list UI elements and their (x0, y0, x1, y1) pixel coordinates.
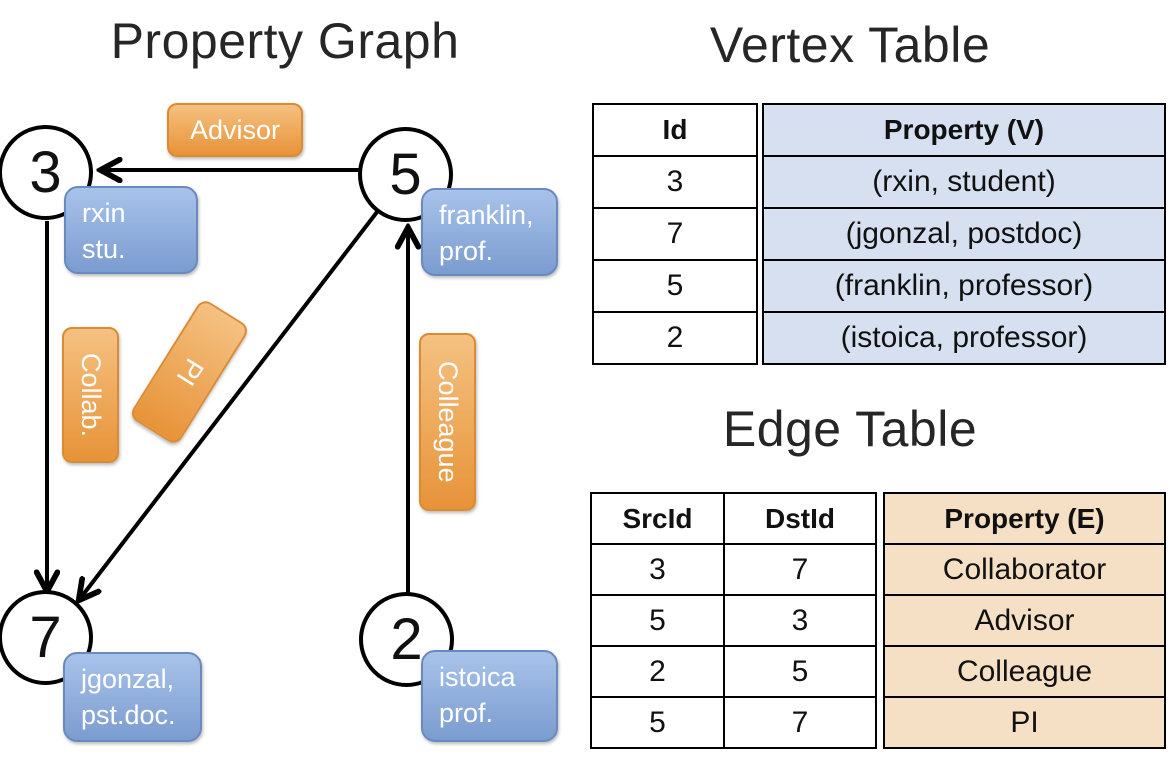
edge-label-advisor: Advisor (167, 103, 303, 157)
edge-table-property-column: Property (E) Collaborator Advisor Collea… (883, 492, 1166, 749)
vertex-node-2-id: 2 (390, 607, 423, 672)
edge-table-header-row: SrcId DstId (590, 492, 877, 545)
table-row: 5 (592, 259, 758, 313)
edge-src-cell: 2 (590, 645, 725, 698)
edge-property-cell: Advisor (883, 594, 1166, 647)
table-row: 3 7 (590, 543, 877, 596)
vertex-table-id-column: Id 3 7 5 2 (592, 103, 758, 365)
vertex-prop-3: rxin stu. (64, 186, 198, 274)
vertex-table-header-row: Id (592, 103, 758, 157)
table-row: (jgonzal, postdoc) (762, 207, 1166, 261)
edge-table-header-row: Property (E) (883, 492, 1166, 545)
edge-table-title: Edge Table (722, 401, 978, 457)
table-row: (franklin, professor) (762, 259, 1166, 313)
edge-property-cell: Collaborator (883, 543, 1166, 596)
table-row: (istoica, professor) (762, 311, 1166, 365)
vertex-property-header: Property (V) (762, 103, 1166, 157)
vertex-node-5: 5 (358, 127, 453, 222)
table-row: 5 7 (590, 696, 877, 749)
table-row: 3 (592, 155, 758, 209)
vertex-node-3-id: 3 (29, 140, 62, 205)
vertex-property-cell: (istoica, professor) (762, 311, 1166, 365)
edge-property-cell: PI (883, 696, 1166, 749)
edge-src-cell: 5 (590, 594, 725, 647)
table-row: 2 (592, 311, 758, 365)
vertex-table-title: Vertex Table (709, 17, 991, 73)
edge-5-to-7 (79, 210, 379, 600)
vertex-node-7-id: 7 (29, 605, 62, 670)
vertex-node-5-id: 5 (389, 142, 422, 207)
edge-src-header: SrcId (590, 492, 725, 545)
table-row: Colleague (883, 645, 1166, 698)
edge-src-cell: 5 (590, 696, 725, 749)
edge-src-cell: 3 (590, 543, 725, 596)
table-row: 2 5 (590, 645, 877, 698)
vertex-property-cell: (rxin, student) (762, 155, 1166, 209)
vertex-prop-7: jgonzal, pst.doc. (63, 652, 202, 742)
vertex-id-cell: 5 (592, 259, 758, 313)
table-row: Collaborator (883, 543, 1166, 596)
table-row: 5 3 (590, 594, 877, 647)
edge-label-colleague: Colleague (419, 333, 476, 511)
vertex-node-2: 2 (359, 592, 454, 687)
vertex-table-header-row: Property (V) (762, 103, 1166, 157)
table-row: 7 (592, 207, 758, 261)
vertex-prop-5: franklin, prof. (421, 188, 558, 276)
table-row: (rxin, student) (762, 155, 1166, 209)
edge-dst-cell: 3 (723, 594, 877, 647)
vertex-property-cell: (franklin, professor) (762, 259, 1166, 313)
edge-table-src-dst-columns: SrcId DstId 3 7 5 3 2 5 5 7 (590, 492, 877, 749)
vertex-id-cell: 2 (592, 311, 758, 365)
table-row: PI (883, 696, 1166, 749)
edge-property-header: Property (E) (883, 492, 1166, 545)
edge-label-collab: Collab. (62, 327, 119, 463)
vertex-id-cell: 3 (592, 155, 758, 209)
edge-dst-cell: 7 (723, 543, 877, 596)
edge-dst-cell: 5 (723, 645, 877, 698)
graph-edges (0, 0, 585, 760)
vertex-table-property-column: Property (V) (rxin, student) (jgonzal, p… (762, 103, 1166, 365)
vertex-prop-2: istoica prof. (421, 650, 558, 742)
vertex-id-header: Id (592, 103, 758, 157)
property-graph-title: Property Graph (110, 13, 460, 69)
table-row: Advisor (883, 594, 1166, 647)
edge-property-cell: Colleague (883, 645, 1166, 698)
edge-dst-cell: 7 (723, 696, 877, 749)
vertex-id-cell: 7 (592, 207, 758, 261)
vertex-property-cell: (jgonzal, postdoc) (762, 207, 1166, 261)
edge-dst-header: DstId (723, 492, 877, 545)
